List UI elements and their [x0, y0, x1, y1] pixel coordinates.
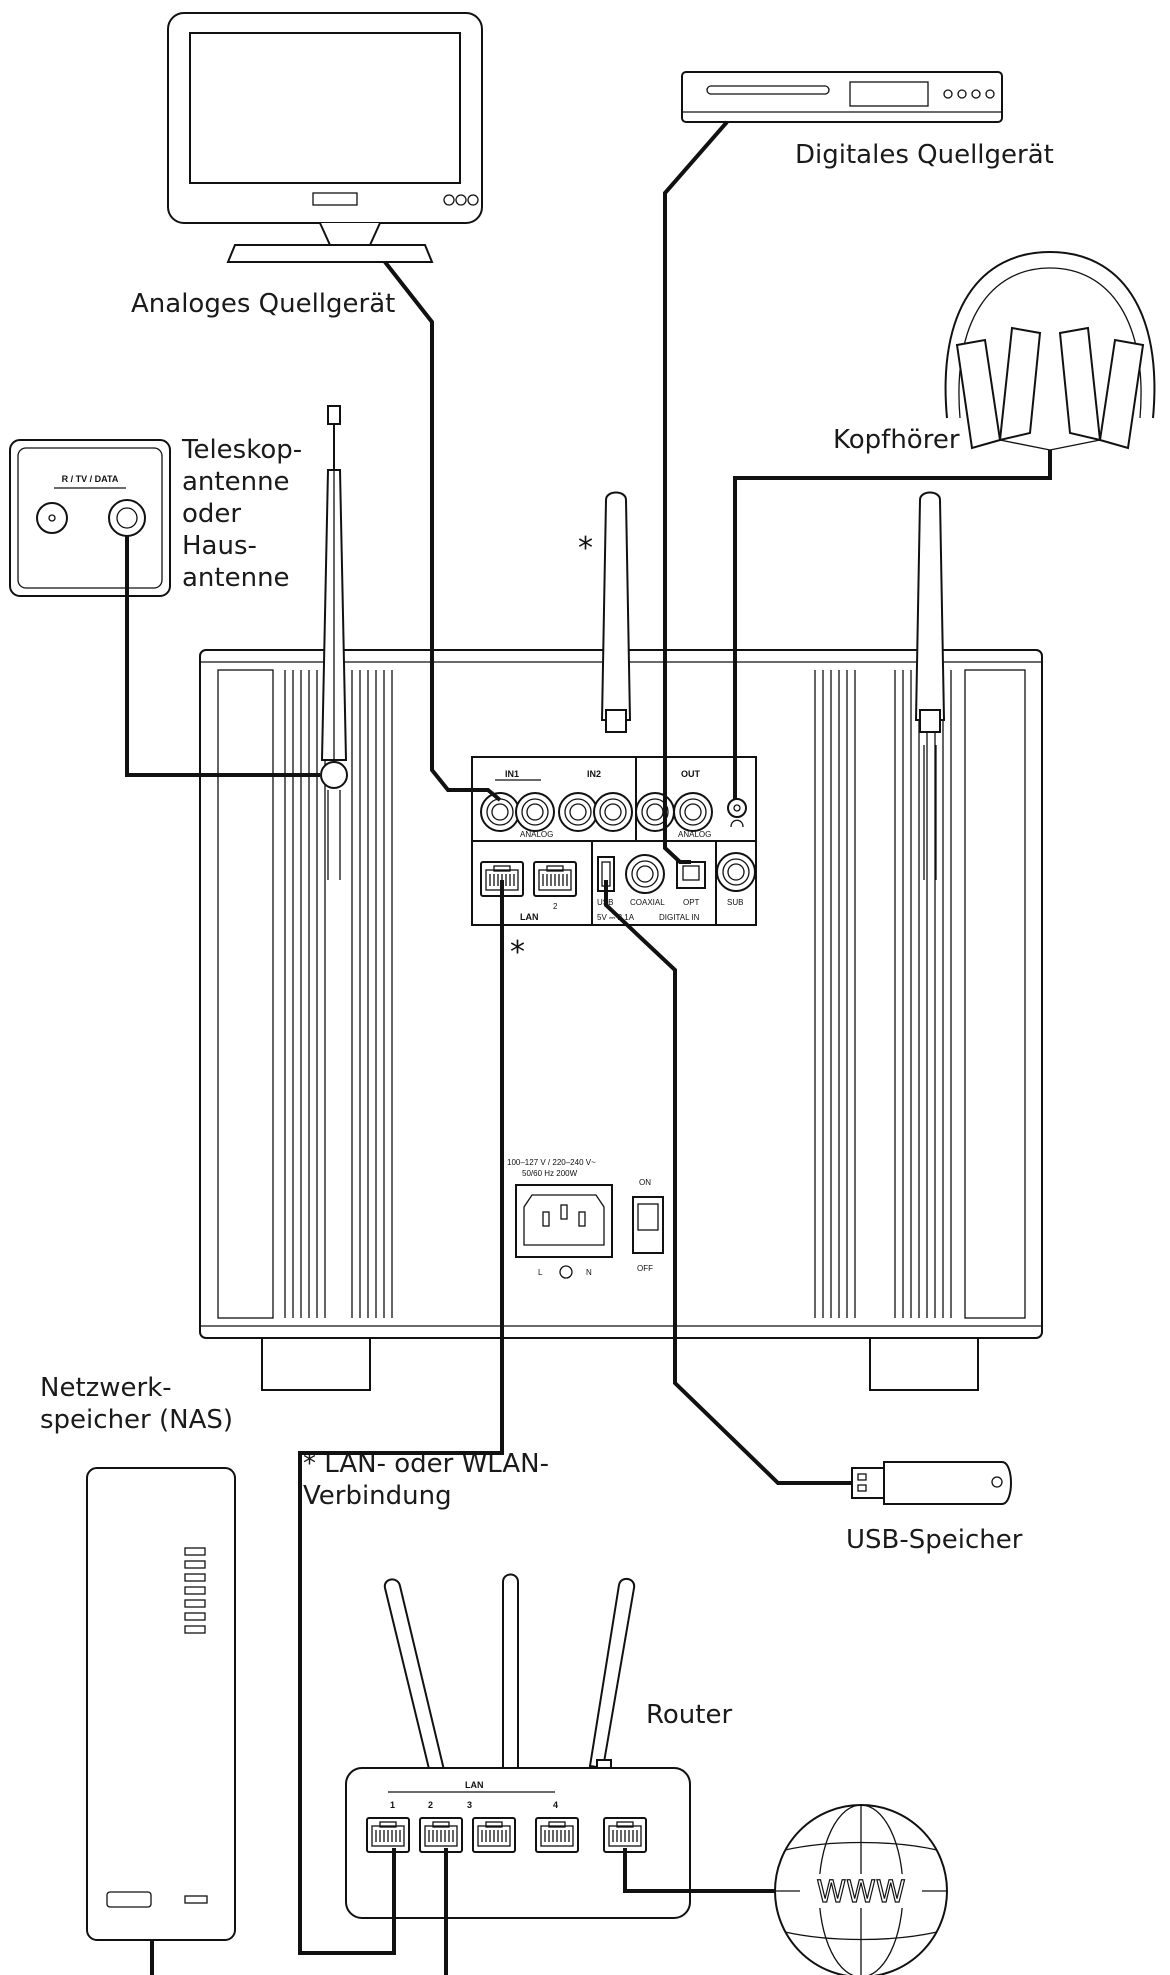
antenna-label-line2: antenne — [182, 467, 290, 497]
mains-l-label: L — [538, 1268, 543, 1277]
router-port2-number: 2 — [428, 1800, 433, 1810]
mains-n-label: N — [586, 1268, 592, 1277]
www-label: WWW — [817, 1875, 906, 1910]
cables — [125, 120, 1052, 1975]
sub-jack — [716, 852, 756, 892]
in1-label: IN1 — [505, 769, 519, 779]
router-port1-number: 1 — [390, 1800, 395, 1810]
headphones-label: Kopfhörer — [833, 425, 960, 455]
router-lan-port-3 — [472, 1817, 516, 1853]
tv-icon — [167, 12, 483, 263]
wifi-antenna-right — [914, 491, 946, 880]
device-lan-label: LAN — [520, 912, 539, 922]
wifi-antenna-center — [600, 491, 632, 733]
antenna-label-line3: oder — [182, 499, 241, 529]
router-lan-port-1 — [366, 1817, 410, 1853]
switch-off-label: OFF — [637, 1264, 653, 1273]
wall-socket-label: R / TV / DATA — [62, 474, 119, 484]
in2-right-jack — [593, 792, 633, 832]
analog-source-label: Analoges Quellgerät — [131, 289, 395, 319]
out-left-jack — [635, 792, 675, 832]
lan-port2-number: 2 — [553, 902, 558, 911]
digital-source-label: Digitales Quellgerät — [795, 140, 1054, 170]
antenna-label-line4: Haus- — [182, 531, 257, 561]
sub-label: SUB — [727, 898, 743, 907]
usb-stick-icon — [851, 1461, 1012, 1505]
router-label: Router — [646, 1700, 732, 1730]
wall-antenna-socket: R / TV / DATA — [9, 439, 171, 597]
in2-left-jack — [558, 792, 598, 832]
power-rating-line1: 100–127 V / 220–240 V~ — [507, 1158, 596, 1167]
right-cooling-fins — [814, 670, 952, 1318]
wifi-asterisk: * — [578, 531, 593, 566]
usb-power-label: 5V ⎓ 2,1A — [597, 913, 635, 922]
antenna-label-line1: Teleskop- — [181, 435, 302, 465]
receiver-device — [199, 649, 1043, 1391]
cd-player-icon — [681, 71, 1003, 123]
router-lan-port-2 — [419, 1817, 463, 1853]
digital-in-label: DIGITAL IN — [659, 913, 700, 922]
antenna-label-line5: antenne — [182, 563, 290, 593]
analog-out-label: ANALOG — [678, 830, 711, 839]
nas-label-line2: speicher (NAS) — [40, 1405, 233, 1435]
router-lan-port-4 — [535, 1817, 579, 1853]
opt-label: OPT — [683, 898, 700, 907]
router-icon: LAN 1 2 3 4 — [345, 1573, 691, 1919]
lan-note-line2: Verbindung — [303, 1481, 452, 1511]
router-wan-port — [603, 1817, 647, 1853]
in2-label: IN2 — [587, 769, 601, 779]
nas-icon — [86, 1467, 236, 1941]
in1-right-jack — [515, 792, 555, 832]
coaxial-label: COAXIAL — [630, 898, 665, 907]
coaxial-jack — [625, 854, 665, 894]
router-lan-label: LAN — [465, 1780, 484, 1790]
analog-in-label: ANALOG — [520, 830, 553, 839]
usb-storage-label: USB-Speicher — [846, 1525, 1023, 1555]
switch-on-label: ON — [639, 1178, 651, 1187]
globe-icon — [774, 1804, 948, 1975]
lan-asterisk: * — [510, 935, 525, 970]
router-port4-number: 4 — [553, 1800, 558, 1810]
telescopic-antenna — [320, 405, 348, 880]
out-label: OUT — [681, 769, 701, 779]
device-lan-port-2 — [533, 861, 577, 897]
out-right-jack — [673, 792, 713, 832]
router-port3-number: 3 — [467, 1800, 472, 1810]
nas-label-line1: Netzwerk- — [40, 1373, 172, 1403]
headphones-icon — [944, 250, 1156, 451]
power-rating-line2: 50/60 Hz 200W — [522, 1169, 578, 1178]
